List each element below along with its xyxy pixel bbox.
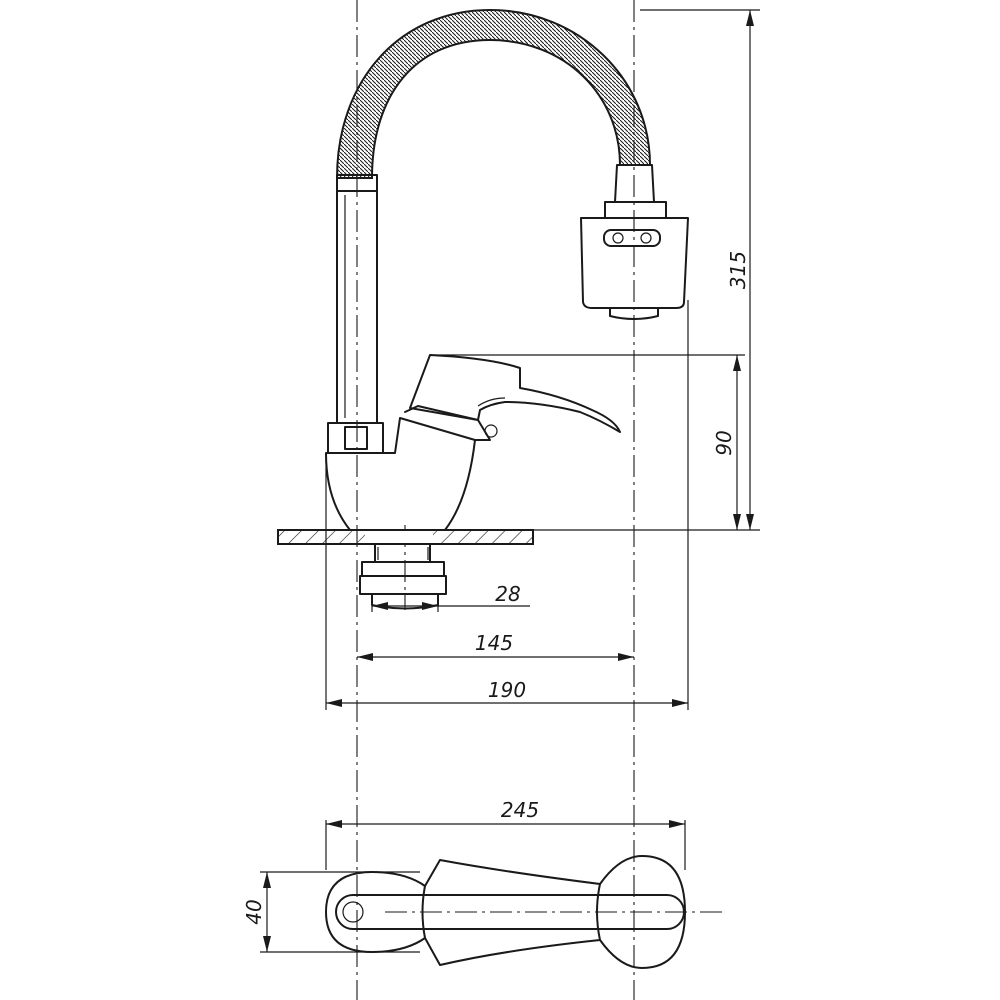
arrow-28-right xyxy=(422,602,438,610)
shank-bottom xyxy=(371,593,439,610)
head-nozzle xyxy=(609,307,659,320)
arrow-90-top xyxy=(733,355,741,371)
label-90: 90 xyxy=(712,430,736,455)
dimension-body-height: 90 xyxy=(712,355,741,530)
dimension-outlet: 28 xyxy=(372,582,530,610)
label-245: 245 xyxy=(501,798,539,822)
arrow-40-top xyxy=(263,872,271,888)
arrow-40-bottom xyxy=(263,936,271,952)
flexible-hose xyxy=(335,8,652,179)
mounting-shank xyxy=(359,543,447,610)
riser-nut-flat xyxy=(344,426,368,450)
label-315: 315 xyxy=(726,251,750,289)
head-button xyxy=(603,229,661,247)
head-button-dot-left xyxy=(612,232,624,244)
shower-head xyxy=(580,164,689,320)
top-view-lever-seam xyxy=(596,883,601,941)
countertop-hole xyxy=(365,531,433,543)
label-40: 40 xyxy=(242,899,266,924)
lever-detail xyxy=(477,397,506,407)
label-28: 28 xyxy=(495,582,520,606)
arrow-28-left xyxy=(372,602,388,610)
arrow-190-left xyxy=(326,699,342,707)
arrow-315-bottom xyxy=(746,514,754,530)
label-145: 145 xyxy=(475,631,513,655)
head-button-dot-right xyxy=(640,232,652,244)
top-view-outline xyxy=(325,855,686,969)
shank-nut xyxy=(359,575,447,595)
dimension-body-width: 40 xyxy=(242,872,271,952)
top-view-body-seam xyxy=(421,885,426,939)
lever-handle xyxy=(409,354,621,433)
shank-neck xyxy=(374,543,431,563)
riser-tube xyxy=(327,174,384,454)
dimension-center-to-spout: 145 xyxy=(357,631,634,661)
head-body xyxy=(580,217,689,309)
arrow-315-top xyxy=(746,10,754,26)
arrow-245-left xyxy=(326,820,342,828)
lever-pivot xyxy=(484,424,498,438)
top-view-riser xyxy=(342,901,364,923)
top-view xyxy=(325,855,686,969)
centerlines xyxy=(356,0,725,1000)
top-view-spout xyxy=(335,894,685,930)
arrow-145-left xyxy=(357,653,373,661)
arrow-145-right xyxy=(618,653,634,661)
head-connector xyxy=(604,201,667,219)
label-190: 190 xyxy=(488,678,526,702)
mixer-body xyxy=(325,354,621,531)
dimension-overall-length: 245 xyxy=(326,798,685,828)
countertop xyxy=(277,529,534,545)
dimension-total-height: 315 xyxy=(726,10,754,530)
arrow-90-bottom xyxy=(733,514,741,530)
arrow-190-right xyxy=(672,699,688,707)
mixer-housing xyxy=(325,417,476,531)
shank-nut-top xyxy=(361,561,445,577)
arrow-245-right xyxy=(669,820,685,828)
dimension-overall-depth: 190 xyxy=(326,678,688,707)
extension-lines xyxy=(260,9,760,953)
hose-coil xyxy=(335,8,652,179)
